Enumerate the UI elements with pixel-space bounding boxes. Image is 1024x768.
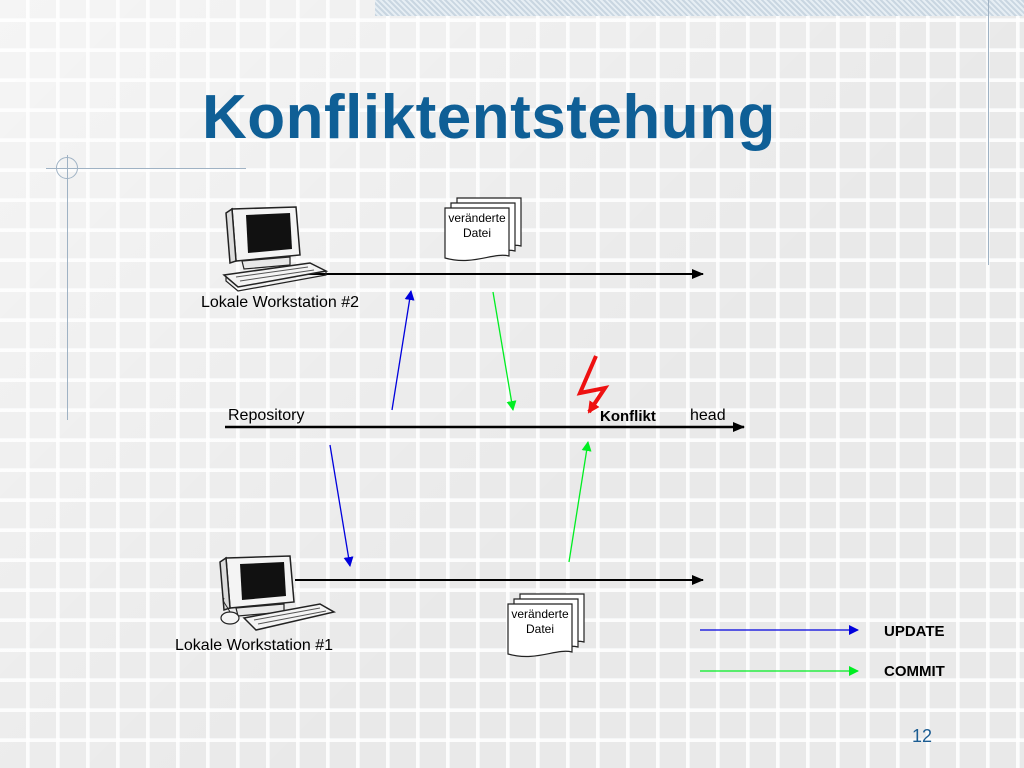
lightning-bolt-icon bbox=[576, 355, 610, 414]
decorative-circle bbox=[56, 157, 78, 179]
workstation1-label: Lokale Workstation #1 bbox=[175, 637, 334, 654]
commit-arrow-from-workstation1 bbox=[568, 441, 592, 563]
document-label-top-line1: veränderte bbox=[448, 211, 506, 225]
head-label: head bbox=[690, 407, 726, 424]
repository-label: Repository bbox=[228, 407, 305, 424]
decorative-rule-left bbox=[67, 155, 68, 420]
stacked-documents-icon bbox=[444, 197, 522, 262]
desktop-computer-icon bbox=[222, 206, 329, 292]
document-label-bottom: veränderte Datei bbox=[500, 607, 580, 637]
decorative-rule-right bbox=[988, 0, 989, 265]
commit-arrow-from-workstation2 bbox=[492, 291, 517, 411]
legend-commit-label: COMMIT bbox=[884, 663, 945, 680]
stacked-documents-icon bbox=[507, 593, 585, 658]
desktop-computer-icon bbox=[219, 555, 337, 631]
document-label-bottom-line2: Datei bbox=[525, 622, 554, 636]
update-arrow-to-workstation2 bbox=[391, 290, 415, 411]
slide-title: Konfliktentstehung bbox=[202, 83, 776, 152]
decorative-rule-horizontal bbox=[46, 168, 246, 169]
conflict-label: Konflikt bbox=[600, 408, 656, 425]
document-label-bottom-line1: veränderte bbox=[511, 607, 569, 621]
document-label-top-line2: Datei bbox=[462, 226, 491, 240]
workstation2-label: Lokale Workstation #2 bbox=[201, 294, 360, 311]
update-arrow-to-workstation1 bbox=[329, 444, 354, 567]
legend-update-label: UPDATE bbox=[884, 623, 945, 640]
document-label-top: veränderte Datei bbox=[437, 211, 517, 241]
page-number: 12 bbox=[912, 726, 933, 746]
top-decorative-band bbox=[375, 0, 1024, 16]
